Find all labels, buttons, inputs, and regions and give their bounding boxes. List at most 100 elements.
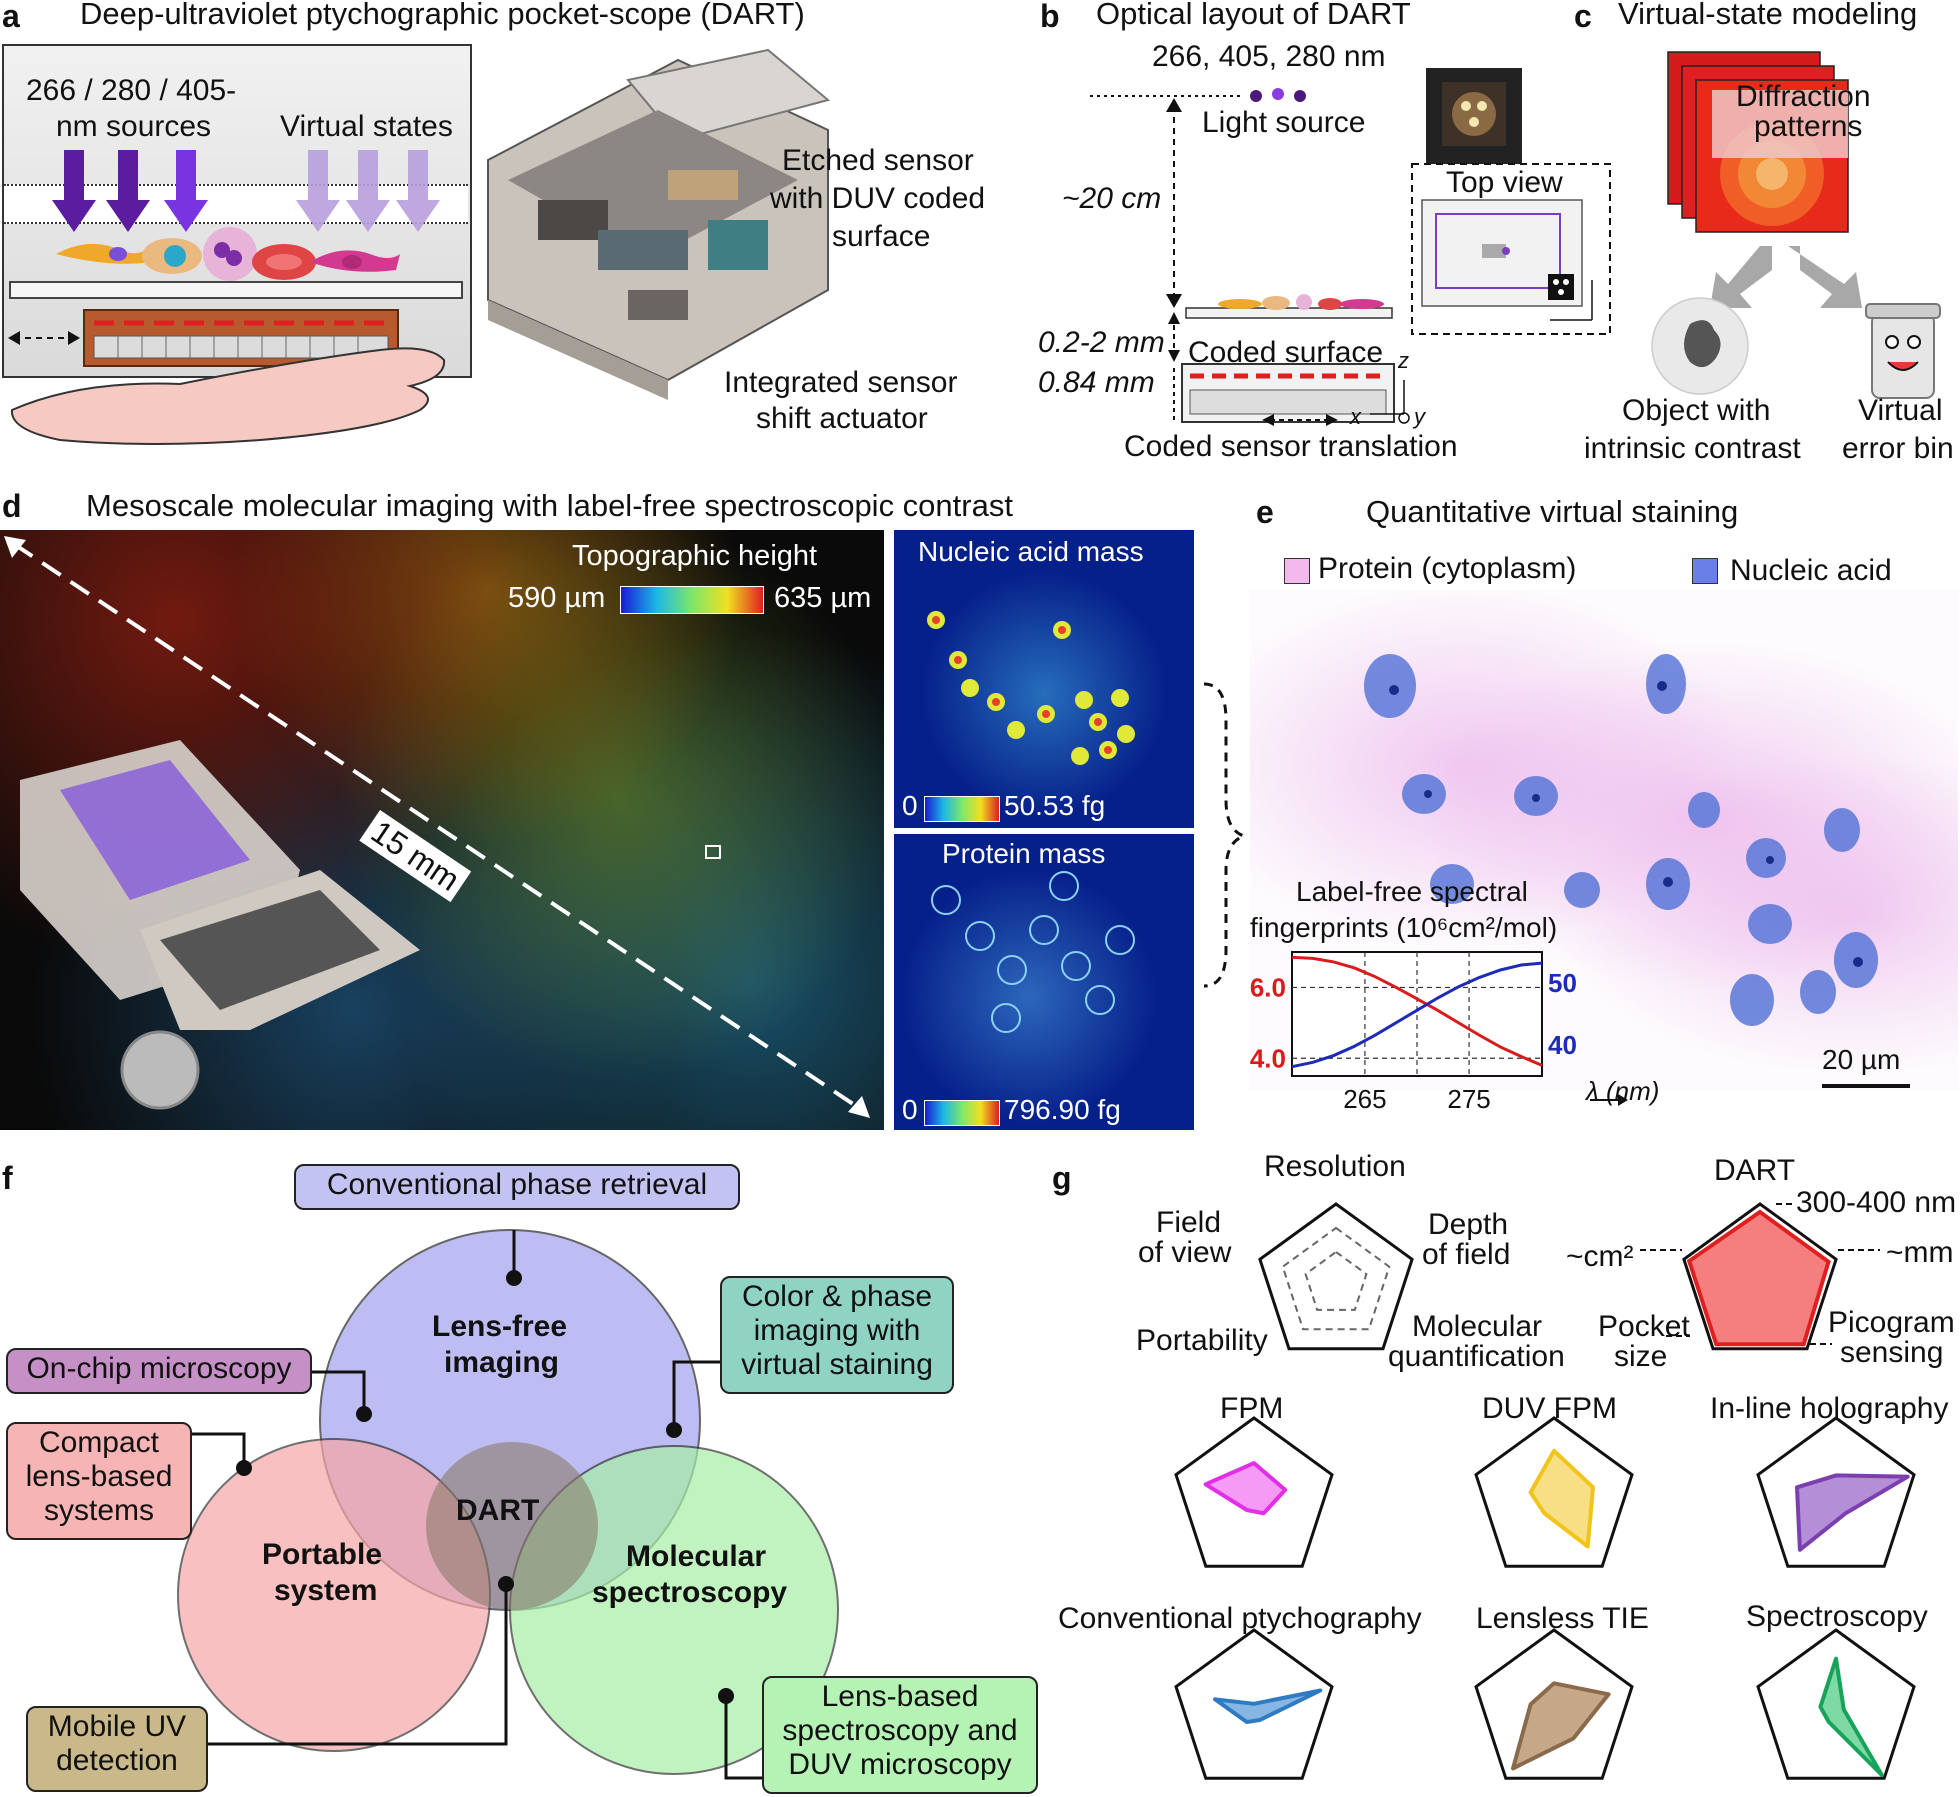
- topo-max: 635 µm: [774, 582, 872, 614]
- translation-label: Coded sensor translation: [1124, 430, 1458, 463]
- dart-shape: [1686, 1209, 1831, 1347]
- dart-pocket-1: Pocket: [1598, 1310, 1690, 1343]
- top-view-label: Top view: [1446, 166, 1563, 199]
- axis-dof-1: Depth: [1428, 1208, 1509, 1241]
- lens-based-1: Lens-based: [821, 1680, 979, 1713]
- panel-f-letter: f: [2, 1160, 13, 1196]
- actuator-1: Integrated sensor: [724, 366, 958, 399]
- sources-label-2: nm sources: [56, 110, 212, 143]
- panel-b-title: Optical layout of DART: [1096, 0, 1411, 31]
- nucleic-max: 50.53 fg: [1004, 790, 1106, 821]
- dart-pico-2: sensing: [1840, 1336, 1944, 1369]
- scale-arrow: [4, 536, 870, 1118]
- panel-e-letter: e: [1256, 494, 1274, 530]
- etched-sensor-3: surface: [832, 220, 931, 253]
- optical-layout: [1090, 68, 1611, 426]
- conventional-box: Conventional phase retrieval: [294, 1164, 740, 1210]
- sources-label-1: 266 / 280 / 405-: [26, 74, 237, 107]
- topo-title: Topographic height: [572, 540, 818, 572]
- panel-a-letter: a: [2, 0, 20, 34]
- lens-based-3: DUV microscopy: [788, 1748, 1012, 1781]
- reference-pentagon: [1258, 1202, 1414, 1351]
- scale-bar-label: 20 µm: [1822, 1044, 1901, 1075]
- x-tick-label: 265: [1343, 1084, 1386, 1114]
- lens-based-box: Lens-based spectroscopy and DUV microsco…: [762, 1676, 1038, 1794]
- axis-x-label: x: [1350, 404, 1361, 429]
- method-title-2: In-line holography: [1710, 1392, 1949, 1425]
- reference-pentagon-inner: [1304, 1250, 1368, 1311]
- reference-pentagon-mid: [1281, 1226, 1391, 1331]
- scale-bar: [1822, 1084, 1910, 1088]
- dart-fov: ~cm²: [1566, 1240, 1634, 1273]
- method-title-5: Spectroscopy: [1746, 1600, 1928, 1633]
- color-phase-3: virtual staining: [741, 1348, 933, 1381]
- compact-3: systems: [43, 1494, 154, 1527]
- actuator-2: shift actuator: [756, 402, 928, 435]
- protein-max: 796.90 fg: [1004, 1094, 1121, 1125]
- panel-c-title: Virtual-state modeling: [1618, 0, 1918, 31]
- method-shape-5: [1818, 1656, 1884, 1777]
- legend-nucleic-label: Nucleic acid: [1730, 554, 1892, 587]
- axis-z-label: z: [1398, 348, 1409, 373]
- virtual-state-diagram: [1651, 51, 1941, 399]
- method-title-0: FPM: [1220, 1392, 1284, 1425]
- method-shape-1: [1528, 1448, 1595, 1549]
- lens-based-2: spectroscopy and: [782, 1714, 1018, 1747]
- on-chip-box: On-chip microscopy: [6, 1348, 312, 1394]
- compact-2: lens-based: [25, 1460, 173, 1493]
- etched-sensor-1: Etched sensor: [782, 144, 974, 177]
- axis-molecular-2: quantification: [1388, 1340, 1565, 1373]
- y-tick-left: 4.0: [1250, 1043, 1286, 1073]
- lens-free-1: Lens-free: [432, 1310, 568, 1343]
- method-shape-4: [1511, 1681, 1611, 1771]
- dart-resolution: 300-400 nm: [1796, 1186, 1957, 1219]
- stained-nuclei: [1364, 654, 1878, 1026]
- spectral-xlabel: λ (nm): [1586, 1076, 1660, 1106]
- method-shape-3: [1213, 1688, 1323, 1724]
- axis-molecular-1: Molecular: [1412, 1310, 1543, 1343]
- legend-protein-swatch: [1284, 558, 1310, 584]
- color-phase-box: Color & phase imaging with virtual stain…: [720, 1276, 954, 1394]
- etched-sensor-2: with DUV coded: [770, 182, 986, 215]
- protein-min: 0: [902, 1094, 918, 1125]
- wavelengths-label: 266, 405, 280 nm: [1152, 40, 1386, 73]
- protein-map: [894, 834, 1194, 1130]
- method-title-1: DUV FPM: [1482, 1392, 1617, 1425]
- light-source-label: Light source: [1202, 106, 1366, 139]
- spectral-label-1: Label-free spectral: [1296, 876, 1528, 907]
- nucleic-min: 0: [902, 790, 918, 821]
- virtual-label-2: error bin: [1842, 432, 1954, 465]
- topo-colorbar: [620, 586, 764, 614]
- diffraction-label-1: Diffraction: [1736, 80, 1871, 113]
- portable-1: Portable: [262, 1538, 383, 1571]
- protein-title: Protein mass: [942, 838, 1106, 869]
- x-tick-label: 275: [1447, 1084, 1490, 1114]
- topo-min: 590 µm: [508, 582, 606, 614]
- conventional-label: Conventional phase retrieval: [326, 1168, 708, 1201]
- panel-d-letter: d: [2, 488, 22, 524]
- venn-diagram: [177, 1229, 839, 1780]
- mass-brace: [1203, 682, 1249, 988]
- mobile-2: detection: [56, 1744, 178, 1777]
- spectral-series-1: [1291, 961, 1543, 1069]
- method-shape-0: [1203, 1461, 1288, 1516]
- portable-2: system: [274, 1574, 378, 1607]
- panel-d-title: Mesoscale molecular imaging with label-f…: [86, 488, 1013, 523]
- method-title-3: Conventional ptychography: [1058, 1602, 1422, 1635]
- axis-dof-2: of field: [1422, 1238, 1511, 1271]
- object-label-1: Object with: [1622, 394, 1771, 427]
- method-title-4: Lensless TIE: [1476, 1602, 1649, 1635]
- virtual-label-1: Virtual: [1858, 394, 1943, 427]
- nucleic-map: [894, 530, 1194, 828]
- axis-fov-1: Field: [1156, 1206, 1222, 1239]
- dart-dof: ~mm: [1886, 1236, 1954, 1269]
- virtual-states-label: Virtual states: [280, 110, 453, 143]
- protein-colorbar: [924, 1100, 1000, 1126]
- panel-g-letter: g: [1052, 1160, 1072, 1196]
- on-chip-label: On-chip microscopy: [26, 1352, 292, 1385]
- lens-free-2: imaging: [444, 1346, 560, 1379]
- spectral-series-0: [1291, 955, 1543, 1067]
- axis-y-label: y: [1414, 404, 1425, 429]
